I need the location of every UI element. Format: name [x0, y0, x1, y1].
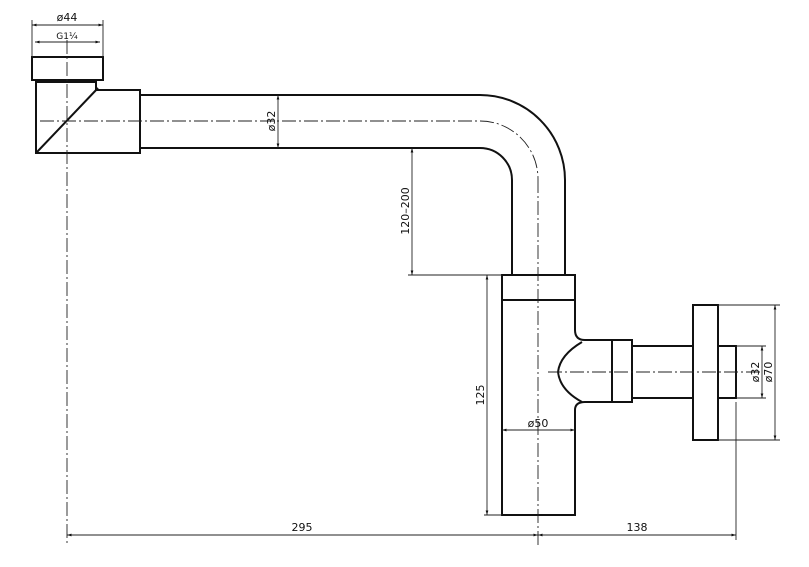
- dim-horizontal-length: 295: [292, 521, 313, 534]
- dim-outlet-thread: G1¼: [56, 32, 78, 42]
- dimension-lines: [31, 20, 780, 540]
- centerlines: [40, 40, 760, 545]
- dim-outlet-diameter: ø44: [57, 11, 78, 24]
- dim-trap-diameter: ø50: [528, 417, 549, 430]
- dim-wall-offset: 138: [627, 521, 648, 534]
- dim-height-range: 120–200: [399, 187, 412, 235]
- dim-trap-height: 125: [474, 385, 487, 406]
- dim-waste-diameter: ø32: [749, 362, 762, 383]
- trap-body: [501, 274, 737, 516]
- arm-pipe: [140, 94, 566, 275]
- dim-flange-diameter: ø70: [762, 362, 775, 383]
- outlet-nut: [31, 56, 104, 81]
- elbow: [35, 81, 141, 154]
- dim-pipe-diameter: ø32: [265, 111, 278, 132]
